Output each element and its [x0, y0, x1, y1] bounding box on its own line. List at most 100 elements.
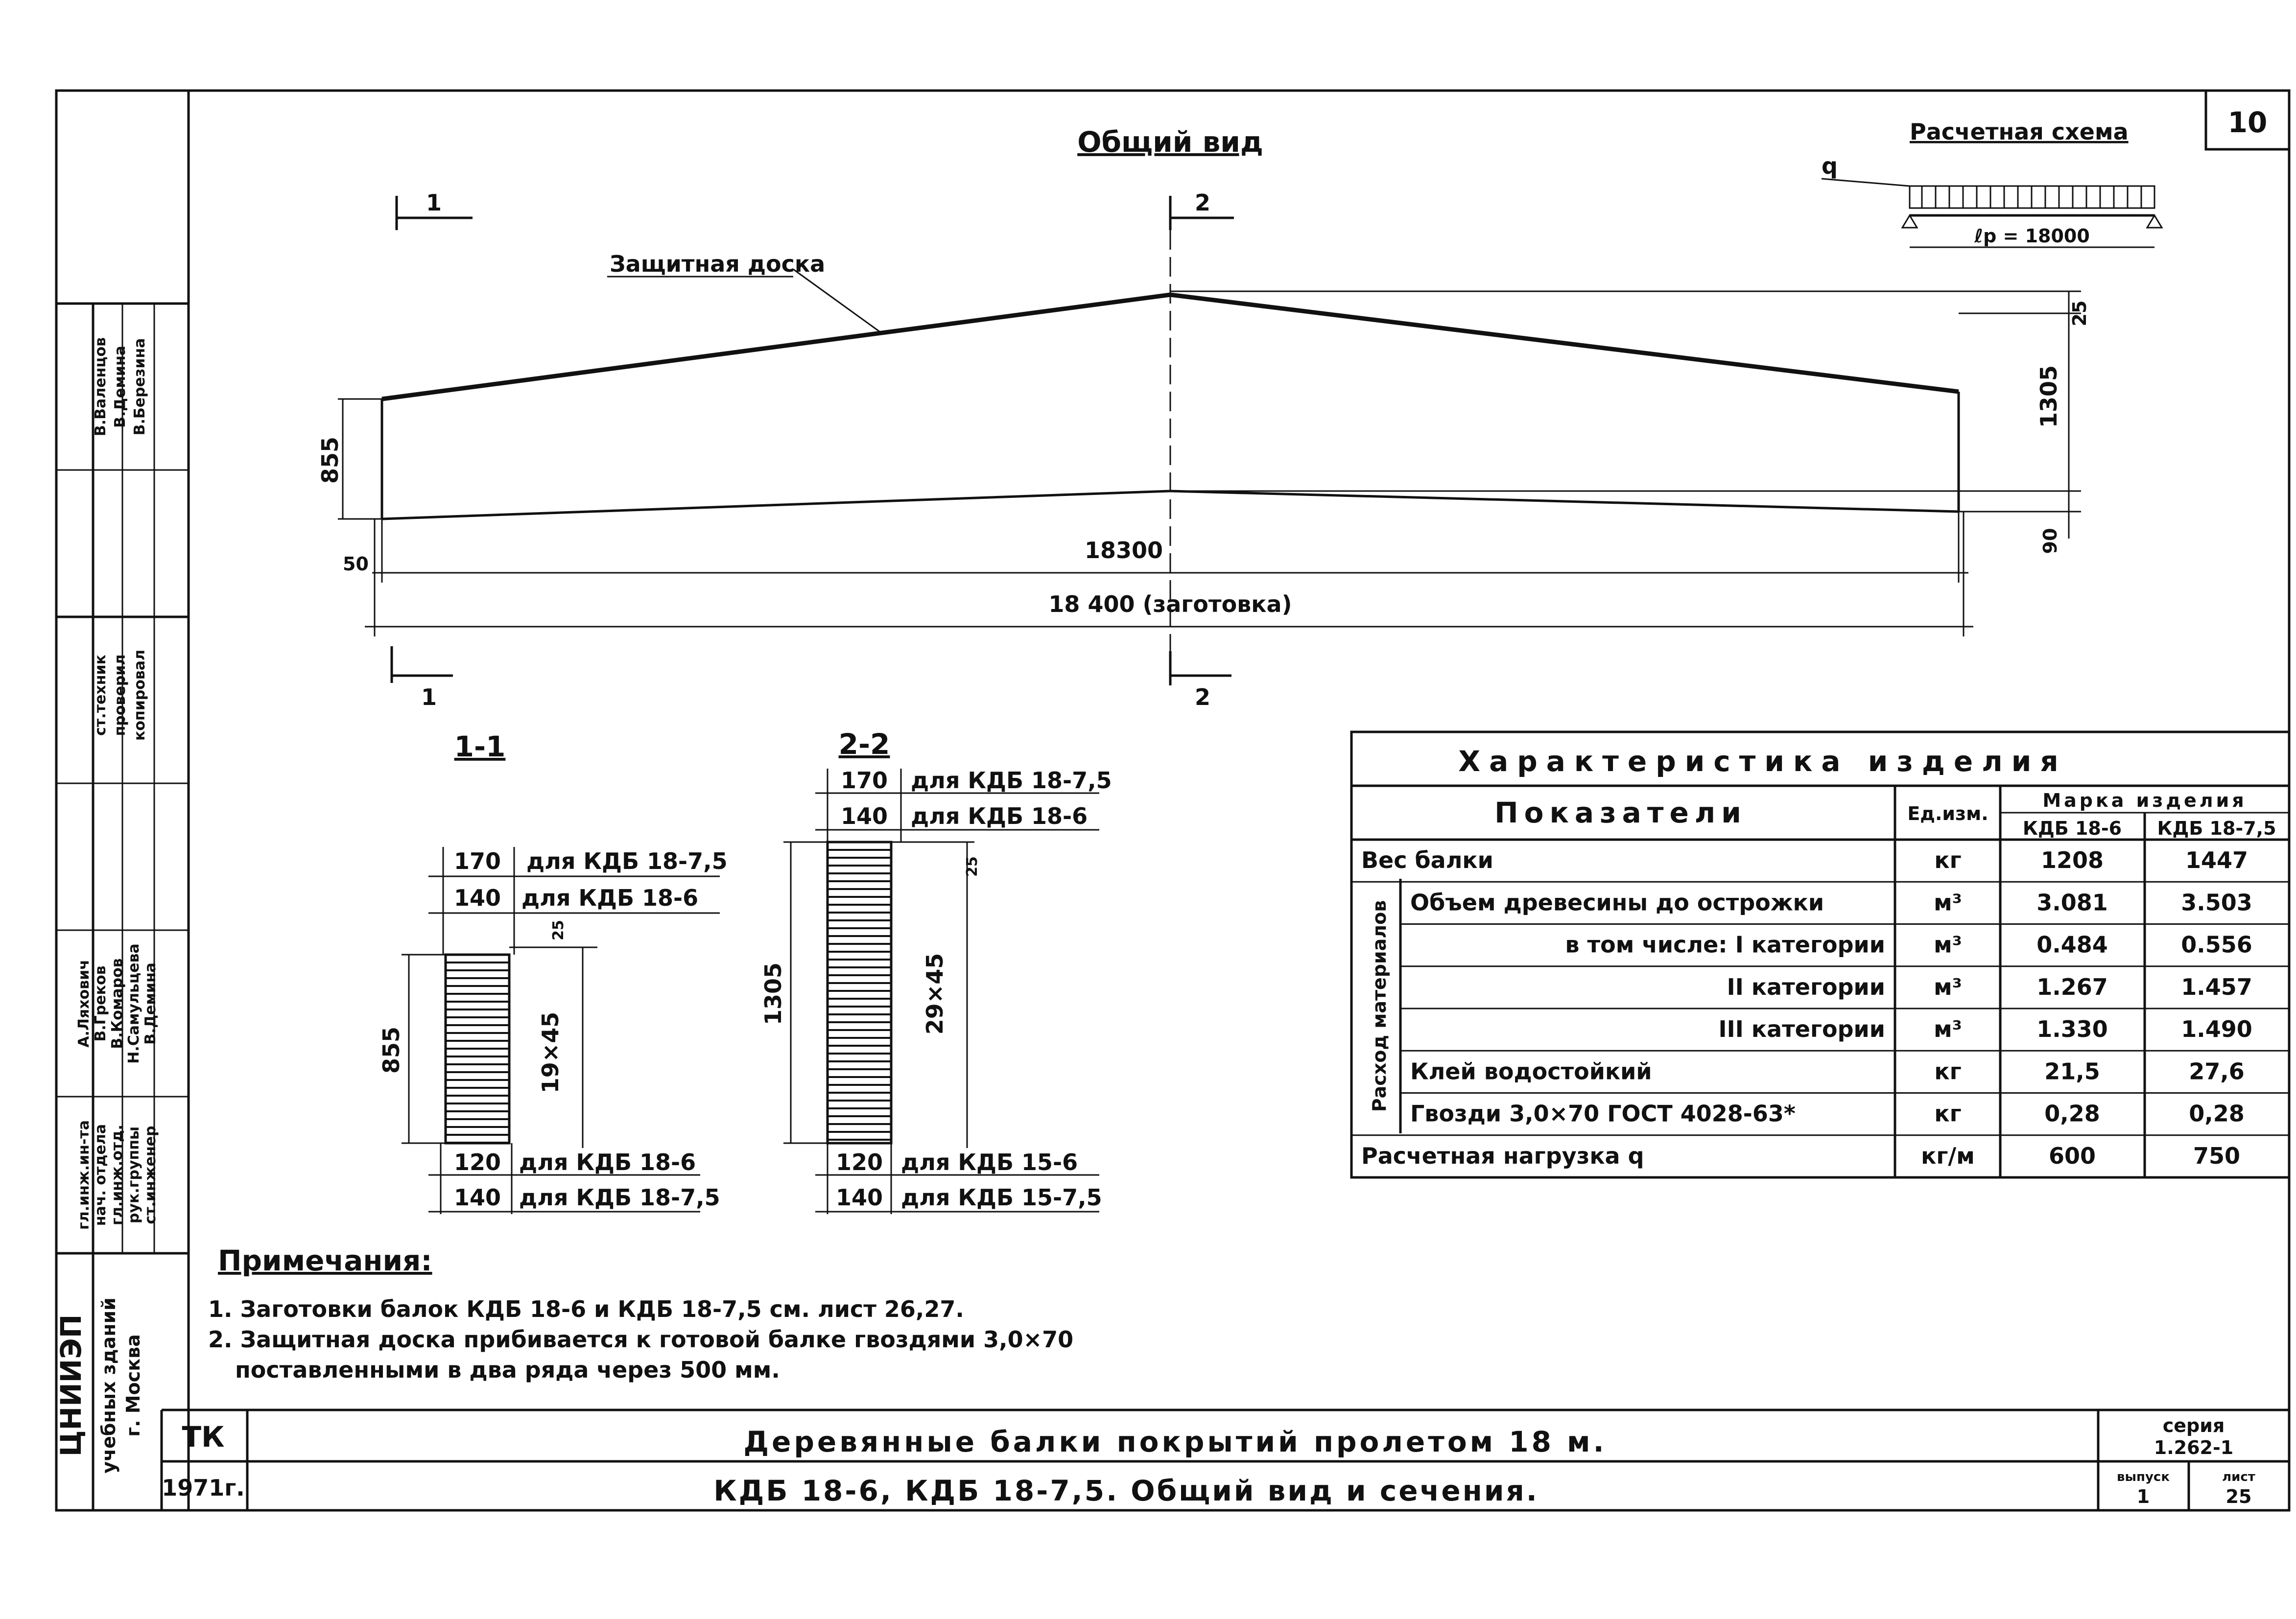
spec-row-value-m1: 0,28	[2044, 1101, 2100, 1127]
tb-sheet-value: 25	[2226, 1486, 2252, 1507]
spec-row-value-m2: 1447	[2185, 847, 2248, 873]
spec-row-value-m1: 1.330	[2036, 1016, 2108, 1042]
section-mark-2-top: 2	[1195, 189, 1210, 216]
s2-top-row2-label: для КДБ 18-6	[911, 803, 1088, 829]
s1-bot-row2-label: для КДБ 18-7,5	[519, 1184, 720, 1211]
spec-row-value-m2: 1.457	[2181, 974, 2252, 1000]
spec-col-m2: КДБ 18-7,5	[2157, 818, 2276, 839]
spec-row-unit: м³	[1934, 974, 1962, 1000]
dim-top-offset: 25	[2069, 301, 2090, 327]
note-line-3: поставленными в два ряда через 500 мм.	[235, 1357, 780, 1383]
calc-load-leader	[1821, 178, 1910, 187]
stamp-name-2: В.Демина	[112, 346, 129, 428]
s1-lamination: 19×45	[537, 1012, 564, 1094]
spec-row-value-m1: 21,5	[2044, 1058, 2100, 1084]
notes-title: Примечания:	[218, 1244, 432, 1277]
section-mark-1-bot: 1	[421, 684, 437, 710]
spec-row-value-m1: 600	[2049, 1143, 2096, 1169]
spec-row-name: Расчетная нагрузка q	[1361, 1143, 1644, 1169]
s2-bot-row1-value: 120	[836, 1149, 883, 1175]
stamp-role-2: копировал	[131, 650, 148, 741]
section-1: 1-1 170 для КДБ 18-7,5 140 для КДБ 18-6 …	[378, 730, 728, 1214]
s2-lamination: 29×45	[922, 953, 948, 1035]
spec-group-label: Расход материалов	[1369, 900, 1390, 1112]
s2-bot-row1-label: для КДБ 15-6	[901, 1149, 1078, 1175]
spec-row-value-m2: 1.490	[2181, 1016, 2252, 1042]
stamp-role: нач. отдела	[92, 1124, 109, 1226]
beam-bottom-chord-left	[381, 490, 1171, 520]
spec-row-value-m2: 0.556	[2181, 932, 2252, 958]
spec-table: Характеристика изделия Показатели Ед.изм…	[1350, 730, 2291, 1179]
s1-height: 855	[378, 1027, 404, 1074]
stamp-name: В.Комаров	[109, 958, 126, 1049]
tb-org-code: ТК	[182, 1420, 225, 1454]
stamp-name-2: В.Валенцов	[92, 337, 109, 436]
spec-col-m1: КДБ 18-6	[2023, 818, 2122, 839]
spec-row-name: III категории	[1718, 1016, 1885, 1042]
spec-row-unit: кг	[1934, 1101, 1961, 1127]
s1-bot-row1-value: 120	[454, 1149, 501, 1175]
protective-board-label: Защитная доска	[610, 251, 825, 277]
spec-row-unit: м³	[1934, 932, 1962, 958]
title-block: ТК 1971г. Деревянные балки покрытий прол…	[160, 1408, 2289, 1510]
spec-table-frame	[1350, 730, 2291, 1179]
spec-row-unit: кг	[1934, 1058, 1961, 1084]
tb-issue-value: 1	[2137, 1486, 2150, 1507]
notes: Примечания: 1. Заготовки балок КДБ 18-6 …	[208, 1244, 1073, 1383]
spec-row-value-m1: 0.484	[2036, 932, 2108, 958]
s1-bot-row1-label: для КДБ 18-6	[519, 1149, 696, 1175]
dim-blank: 18 400 (заготовка)	[1048, 591, 1292, 617]
section-1-title: 1-1	[454, 730, 506, 763]
stamp-role-2: проверил	[112, 655, 129, 736]
section-2-title: 2-2	[839, 727, 890, 761]
s1-top-row1-label: для КДБ 18-7,5	[526, 848, 728, 874]
spec-row-name: в том числе: I категории	[1565, 932, 1885, 958]
s2-top-row2-value: 140	[841, 803, 888, 829]
spec-col-indicators: Показатели	[1494, 796, 1747, 829]
beam-top-chord-left	[381, 292, 1171, 401]
spec-row-name: II категории	[1727, 974, 1885, 1000]
stamp-role: рук.группы	[125, 1126, 142, 1223]
spec-row-unit: кг	[1934, 847, 1961, 873]
spec-row-value-m1: 3.081	[2036, 889, 2108, 915]
spec-col-mark: Марка изделия	[2042, 790, 2247, 811]
spec-row-value-m2: 0,28	[2189, 1101, 2245, 1127]
s1-top-row2-value: 140	[454, 885, 501, 911]
calc-span-label: ℓp = 18000	[1974, 225, 2090, 247]
calc-load-label: q	[1822, 153, 1838, 179]
main-view: Общий вид Защитная доска 1 1 2 2 855	[317, 125, 2090, 710]
note-line-2: 2. Защитная доска прибивается к готовой …	[208, 1326, 1073, 1353]
s2-beam-section	[826, 841, 893, 1145]
protective-board-leader	[793, 268, 882, 334]
note-line-1: 1. Заготовки балок КДБ 18-6 и КДБ 18-7,5…	[208, 1296, 964, 1322]
calc-support-left	[1901, 214, 1918, 229]
s1-top-row2-label: для КДБ 18-6	[521, 885, 698, 911]
spec-row-name: Вес балки	[1361, 847, 1493, 873]
s1-top-row1-value: 170	[454, 848, 501, 874]
calc-scheme-title: Расчетная схема	[1910, 118, 2129, 145]
section-mark-1-top: 1	[426, 189, 442, 216]
stamp-institute: ЦНИИЭП	[54, 1314, 88, 1457]
stamp-name-2: В.Березина	[131, 338, 148, 436]
main-view-title: Общий вид	[1077, 125, 1263, 159]
beam-top-chord-right	[1170, 292, 1959, 394]
spec-table-title: Характеристика изделия	[1458, 745, 2067, 778]
section-2: 2-2 170 для КДБ 18-7,5 140 для КДБ 18-6 …	[760, 727, 1112, 1214]
stamp-role: ст.инженер	[142, 1126, 159, 1224]
dim-right-height: 1305	[2036, 365, 2062, 428]
spec-row-unit: кг/м	[1921, 1143, 1975, 1169]
tb-series-value: 1.262-1	[2154, 1437, 2233, 1458]
tb-year: 1971г.	[162, 1475, 245, 1501]
s2-top-row1-value: 170	[841, 767, 888, 794]
spec-row-name: Клей водостойкий	[1410, 1058, 1652, 1084]
spec-row-unit: м³	[1934, 889, 1962, 915]
sheet-number-box	[2204, 89, 2291, 151]
calc-scheme: Расчетная схема q ℓp = 18000	[1821, 118, 2163, 248]
spec-row-value-m2: 750	[2193, 1143, 2240, 1169]
stamp-institute-sub2: г. Москва	[122, 1334, 144, 1436]
tb-title-line2: КДБ 18-6, КДБ 18-7,5. Общий вид и сечени…	[713, 1474, 1539, 1507]
tb-sheet-label: лист	[2222, 1470, 2255, 1484]
stamp-role: гл.инж.ин-та	[75, 1120, 93, 1230]
stamp-role-2: ст.техник	[92, 655, 109, 736]
